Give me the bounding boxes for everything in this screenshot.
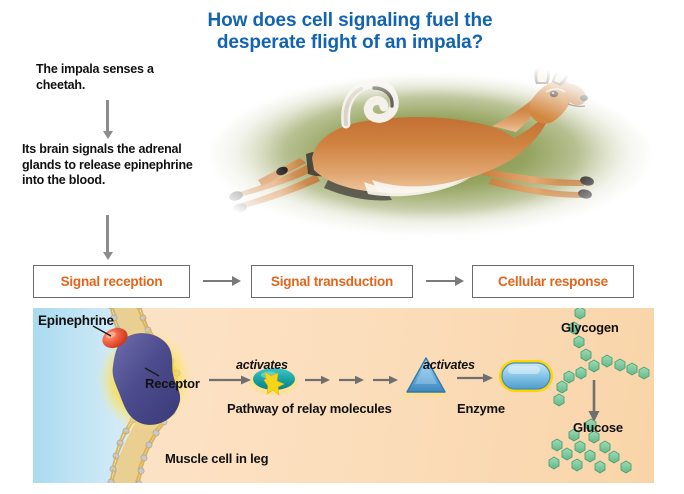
flow-arrow-down-1 (106, 100, 109, 132)
epinephrine-leader-line (92, 325, 112, 337)
page-title: How does cell signaling fuel the despera… (150, 10, 550, 54)
relay-starburst (263, 371, 285, 396)
label-enzyme: Enzyme (457, 401, 505, 416)
arrow-receptor-to-relay (209, 375, 251, 385)
page-title-line-2: desperate flight of an impala? (216, 32, 484, 53)
glycogen-molecule (553, 308, 650, 407)
stage-box-signal-transduction[interactable]: Signal transduction (251, 265, 413, 298)
stage-box-cellular-response[interactable]: Cellular response (472, 265, 634, 298)
narrative-step-2: Its brain signals the adrenal glands to … (22, 142, 193, 187)
receptor-protein (112, 333, 181, 425)
label-epinephrine: Epinephrine (38, 313, 114, 328)
stage-box-label: Signal reception (60, 274, 163, 289)
narrative-step-1: The impala senses a cheetah. (36, 62, 154, 92)
relay-chain-arrows (305, 375, 398, 385)
label-receptor: Receptor (145, 376, 200, 391)
receptor-leader-line (144, 367, 160, 377)
label-activates-1: activates (236, 358, 288, 372)
stage-box-signal-reception[interactable]: Signal reception (33, 265, 190, 298)
page-title-line-1: How does cell signaling fuel the (207, 10, 493, 31)
enzyme-molecule (499, 360, 553, 392)
stage-box-label: Cellular response (498, 274, 608, 289)
stage-arrow-1 (203, 280, 233, 283)
stage-box-label: Signal transduction (270, 274, 394, 289)
flow-arrow-down-2 (106, 215, 109, 253)
relay-molecule-1 (250, 368, 298, 396)
cell-diagram-panel: Epinephrine Receptor activates activates… (33, 308, 654, 483)
arrow-glycogen-to-glucose (588, 380, 600, 422)
stage-arrow-2 (426, 280, 456, 283)
label-glucose: Glucose (573, 420, 623, 435)
label-activates-2: activates (423, 358, 475, 372)
glucose-molecules (548, 418, 632, 474)
label-muscle-cell-in-leg: Muscle cell in leg (165, 451, 269, 466)
relay-molecule-triangle (402, 356, 448, 397)
arrow-triangle-to-enzyme (457, 373, 493, 383)
label-pathway-of-relay-molecules: Pathway of relay molecules (227, 401, 392, 416)
impala-photo (196, 62, 666, 247)
cell-diagram-graphics (92, 308, 650, 483)
label-glycogen: Glycogen (561, 320, 619, 335)
impala-illustration (196, 62, 666, 247)
